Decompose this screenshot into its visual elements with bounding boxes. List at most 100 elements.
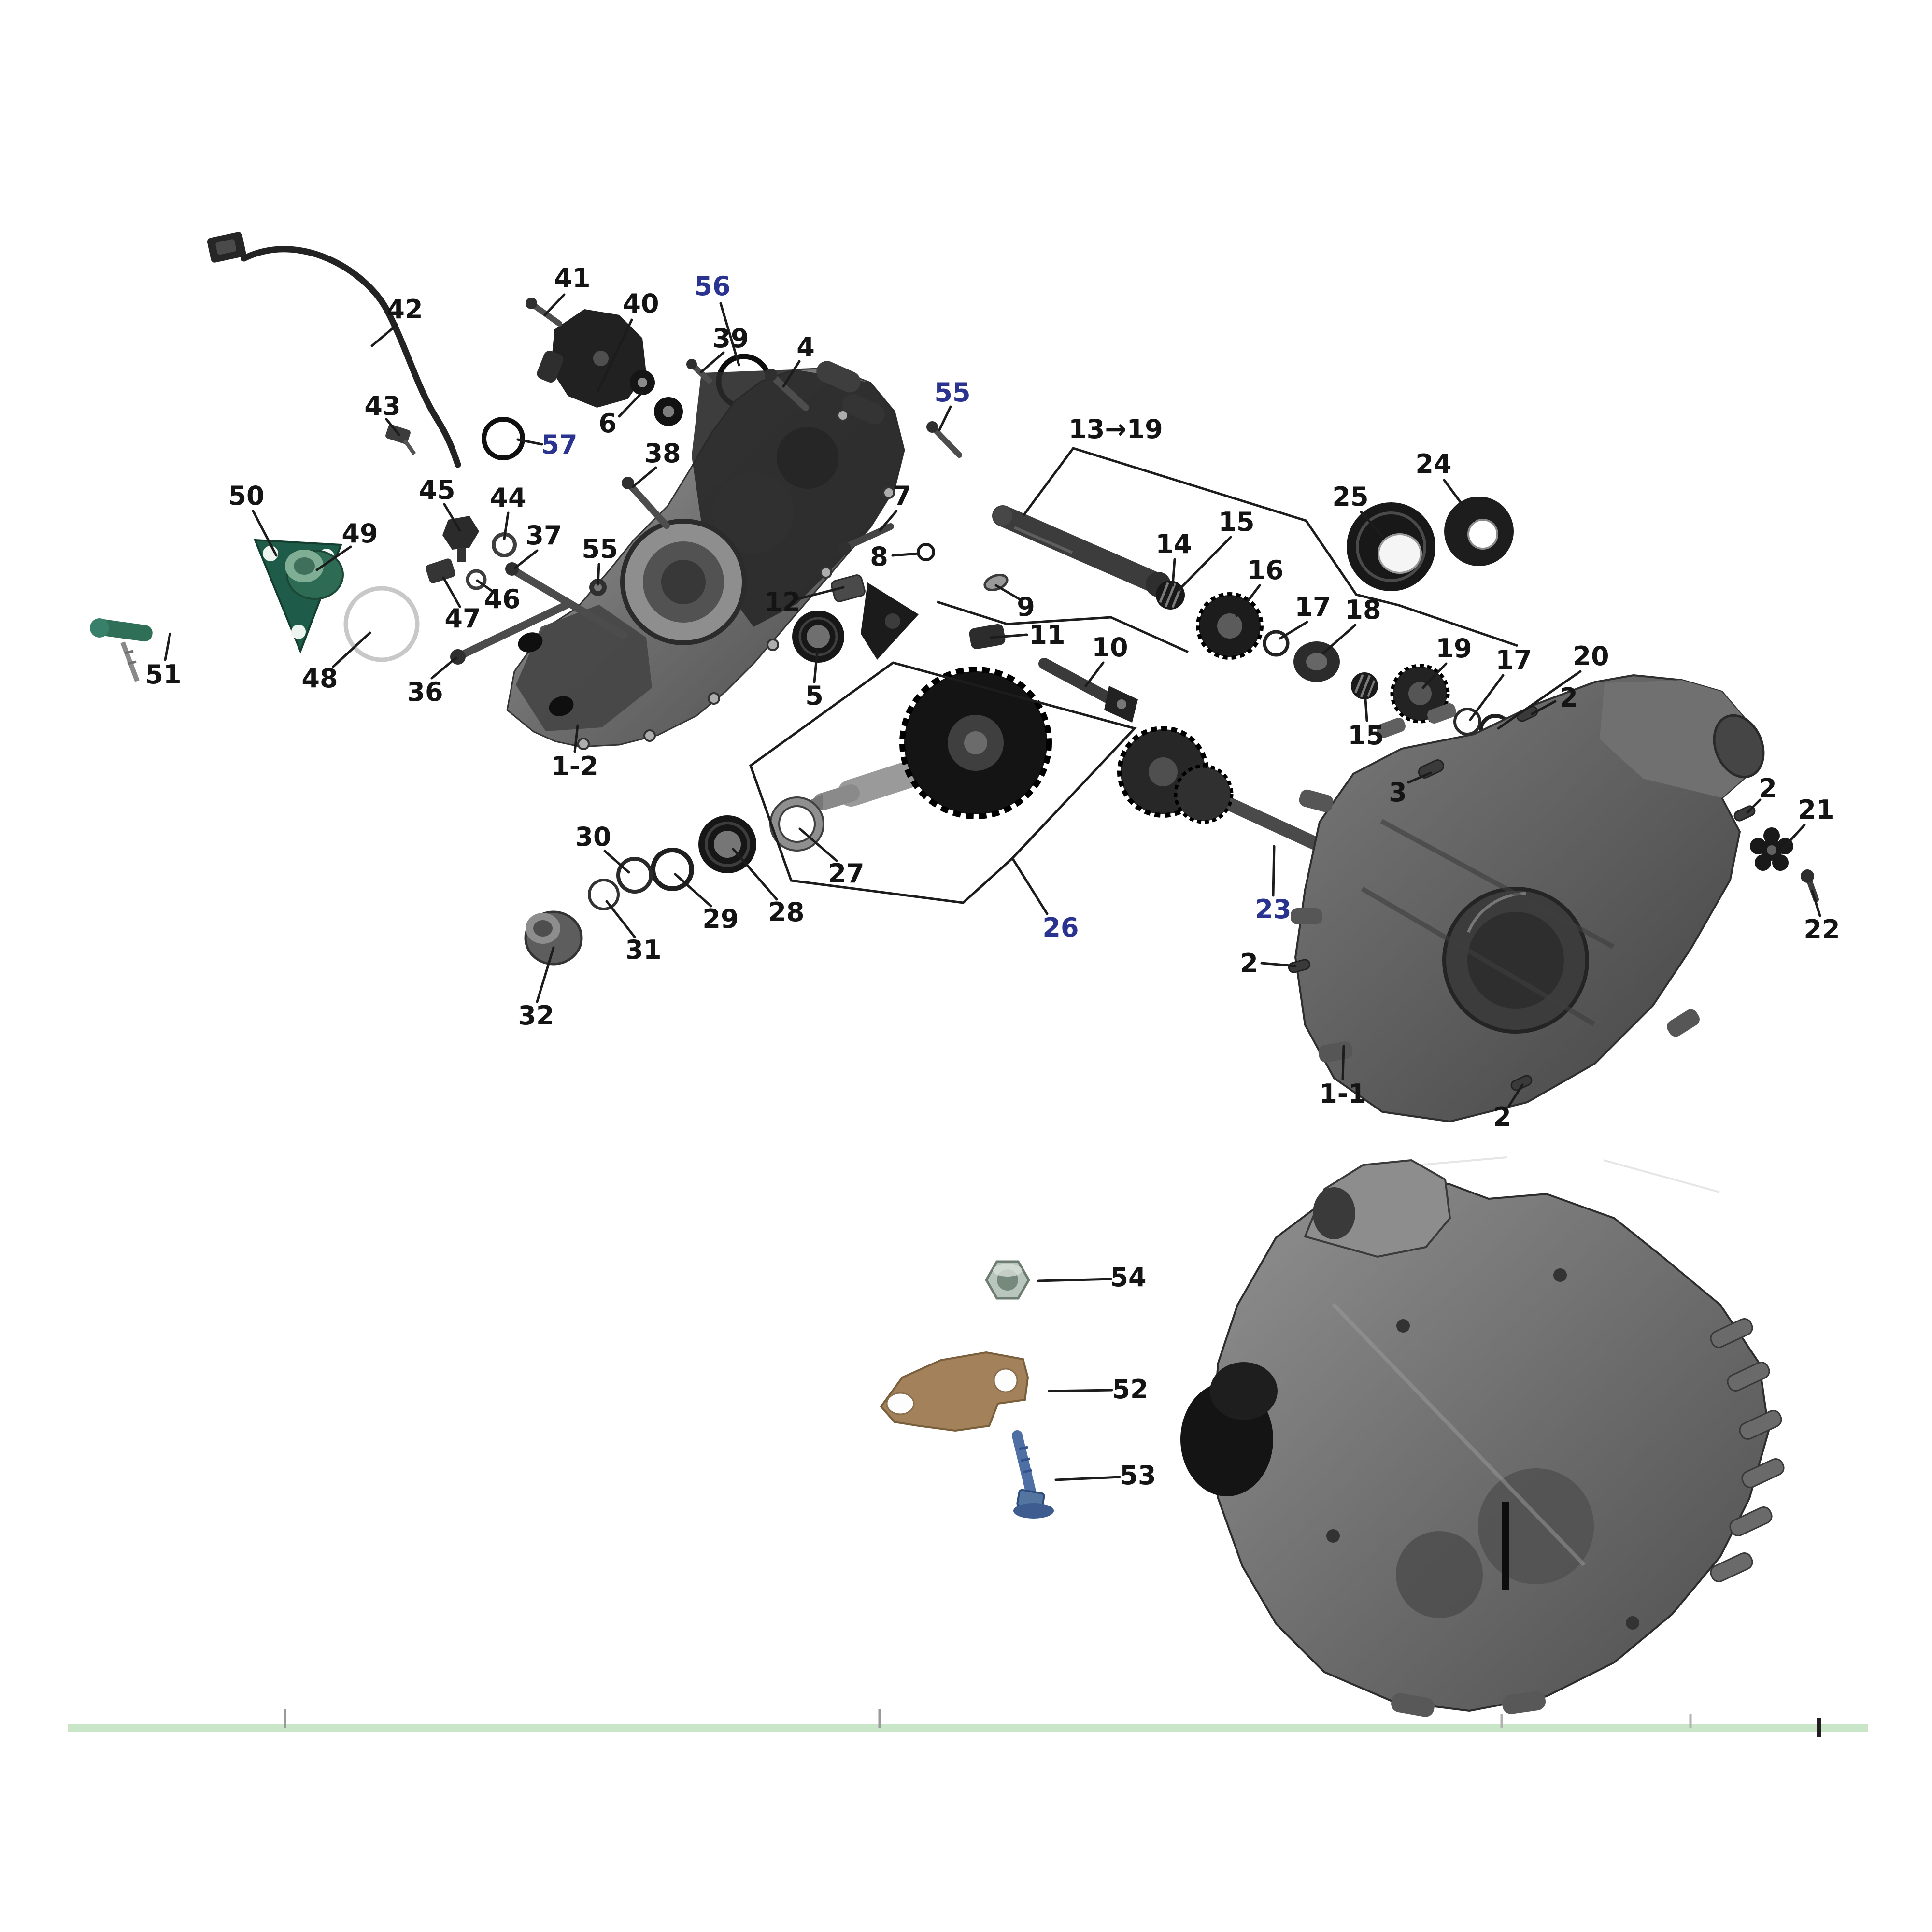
leader-line (1341, 1045, 1345, 1080)
leader-line (1322, 624, 1357, 654)
callout-label-32: 32 (518, 1000, 554, 1031)
shaft-10 (1038, 658, 1138, 723)
callout-label-15: 15 (1348, 720, 1384, 751)
bolt-55-top (926, 421, 962, 458)
roller-11 (969, 624, 1006, 650)
sensor-tip-45 (442, 516, 479, 562)
leader-line (719, 302, 740, 367)
cup-18 (1293, 641, 1340, 682)
callout-label-41: 41 (554, 263, 590, 293)
leader-line (1177, 536, 1232, 592)
callout-label-28: 28 (768, 897, 804, 927)
green-divider-line (68, 1724, 1868, 1732)
pin-2d (1510, 1075, 1533, 1091)
leader-line (1746, 798, 1762, 814)
bolt-37 (505, 562, 628, 639)
group-9-line (937, 600, 1189, 653)
leader-line (603, 850, 630, 874)
leader-line (1507, 1083, 1524, 1108)
leader-lines (164, 293, 1821, 1481)
leader-line (370, 323, 398, 347)
pin-3 (1418, 759, 1445, 779)
leader-line (1048, 1389, 1113, 1392)
group-26-box (749, 661, 1137, 904)
cup-32 (524, 910, 583, 966)
callout-label-6: 6 (598, 408, 617, 439)
fitting-47 (426, 558, 455, 583)
leader-line (476, 579, 495, 594)
callout-label-55: 55 (934, 377, 970, 408)
callout-label-1-1: 1-1 (1319, 1079, 1366, 1109)
leader-line (700, 351, 725, 373)
callout-label-14: 14 (1155, 529, 1192, 559)
o-ring-17b (1453, 708, 1481, 736)
callout-label-2: 2 (1759, 773, 1777, 804)
clip-43 (385, 424, 416, 455)
callout-label-22: 22 (1804, 914, 1840, 945)
callout-label-54: 54 (1110, 1262, 1146, 1293)
leader-line (1782, 824, 1806, 850)
leader-line (385, 418, 400, 436)
sensor-40 (537, 309, 646, 408)
callout-label-11: 11 (1029, 620, 1065, 650)
bolt-7 (838, 523, 894, 555)
callout-label-50: 50 (228, 481, 264, 511)
callout-label-16: 16 (1247, 555, 1283, 585)
o-ring-8 (917, 543, 935, 561)
callout-label-53: 53 (1120, 1460, 1156, 1491)
o-ring-17a (1263, 630, 1290, 657)
callout-label-4: 4 (796, 332, 815, 362)
leader-line (605, 900, 636, 938)
leader-line (631, 466, 657, 488)
callout-label-36: 36 (407, 677, 443, 707)
leader-line (1497, 670, 1582, 730)
o-ring-48 (343, 586, 420, 662)
leader-line (813, 650, 819, 683)
callout-label-10: 10 (1092, 632, 1128, 663)
callout-label-30: 30 (575, 822, 611, 852)
callout-label-49: 49 (341, 518, 378, 549)
leader-line (1012, 858, 1049, 915)
callout-label-57: 57 (541, 429, 577, 460)
callout-label-40: 40 (623, 288, 659, 319)
callout-label-2: 2 (1493, 1102, 1511, 1132)
callout-label-39: 39 (712, 323, 749, 354)
leader-line (315, 545, 352, 571)
bearing-5 (792, 611, 844, 663)
washers-6 (630, 370, 683, 426)
collar-fork-12 (831, 574, 919, 660)
leader-line (798, 827, 838, 862)
callout-label-45: 45 (419, 475, 455, 505)
leader-line (442, 576, 461, 608)
leader-line (430, 656, 457, 680)
leader-line (618, 391, 644, 418)
callout-label-12: 12 (764, 587, 800, 617)
leader-line (536, 946, 555, 1003)
callout-label-52: 52 (1112, 1374, 1148, 1405)
callout-label-43: 43 (364, 391, 400, 421)
leader-line (732, 848, 778, 901)
o-ring-57 (482, 417, 525, 460)
shift-plate-52 (880, 1351, 1029, 1432)
callout-label-25: 25 (1332, 482, 1368, 512)
leader-line (1360, 511, 1384, 538)
washer-9 (983, 573, 1009, 592)
callout-label-17: 17 (1294, 592, 1331, 622)
callout-label-15: 15 (1218, 507, 1254, 537)
crankcase-right-1-1 (1291, 674, 1765, 1123)
callout-label-55: 55 (582, 534, 618, 564)
leader-line (1260, 962, 1297, 967)
leader-line (674, 873, 712, 908)
leader-line (1531, 700, 1557, 715)
callout-label-31: 31 (625, 935, 661, 965)
callout-label-19: 19 (1435, 633, 1472, 664)
seal-24 (1444, 497, 1514, 566)
leader-line (891, 552, 920, 557)
ring-31 (588, 879, 620, 910)
callout-label-47: 47 (444, 603, 481, 634)
leader-line (938, 405, 952, 431)
callout-label-51: 51 (145, 659, 181, 690)
leader-line (1171, 558, 1176, 587)
callout-label-38: 38 (644, 438, 681, 469)
